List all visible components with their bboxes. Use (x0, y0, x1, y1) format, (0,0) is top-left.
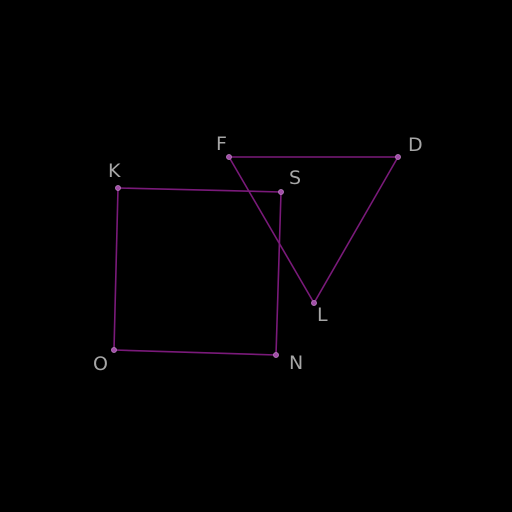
segment-NO (113, 349, 277, 356)
triangle-FDL (228, 156, 399, 304)
points (111, 154, 401, 358)
label-N: N (289, 352, 303, 374)
segment-DL (313, 156, 399, 304)
quadrilateral-KSNO (113, 187, 282, 356)
segment-KS (117, 187, 282, 193)
label-S: S (289, 167, 301, 189)
point-L (311, 300, 317, 306)
label-K: K (108, 160, 121, 182)
label-O: O (93, 353, 108, 375)
point-O (111, 347, 117, 353)
label-L: L (317, 304, 328, 326)
point-F (226, 154, 232, 160)
point-S (278, 189, 284, 195)
labels: K S N O F D L (93, 133, 423, 375)
segment-OK (113, 187, 119, 351)
label-D: D (408, 134, 423, 156)
point-D (395, 154, 401, 160)
segment-SN (275, 191, 282, 356)
point-K (115, 185, 121, 191)
segment-LF (228, 156, 315, 304)
label-F: F (216, 133, 227, 155)
point-N (273, 352, 279, 358)
